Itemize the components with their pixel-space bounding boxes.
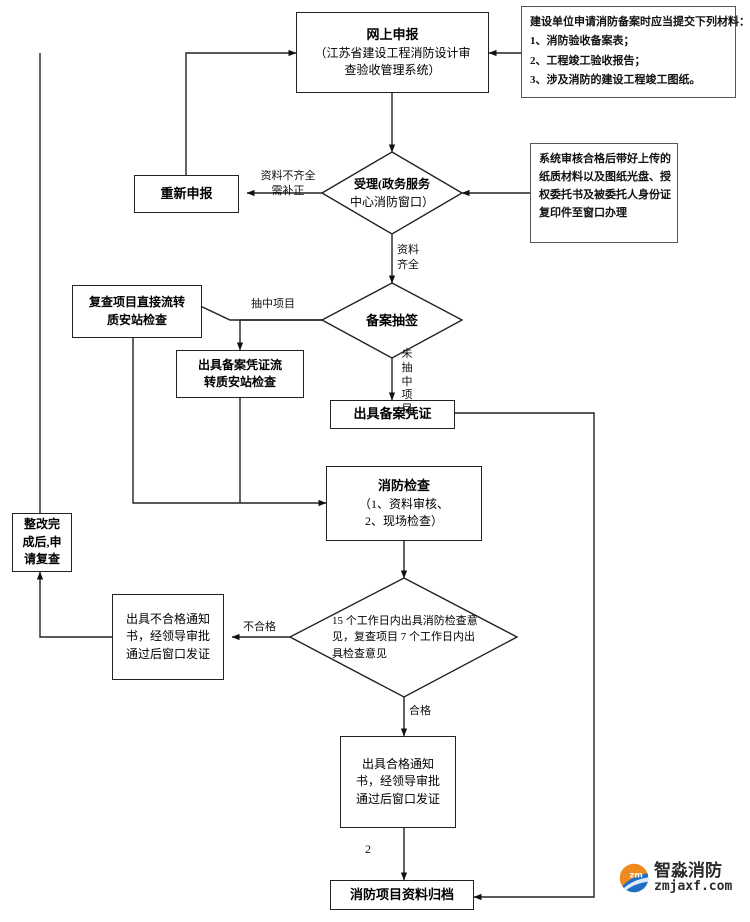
node-issue-cert-transfer[interactable]: 出具备案凭证流 转质安站检查: [176, 350, 304, 398]
node-recheck-direct-line-0: 复查项目直接流转: [88, 295, 185, 310]
node-rectify-recheck-line-0: 整改完: [23, 517, 60, 532]
node-recheck-direct[interactable]: 复查项目直接流转 质安站检查: [72, 285, 202, 338]
node-accept-line-1: 中心消防窗口）: [349, 195, 434, 209]
logo-text: 智淼消防 zmjaxf.com: [654, 862, 732, 893]
node-issue-cert-line-0: 出具备案凭证: [353, 406, 432, 422]
logo-text-en: zmjaxf.com: [654, 878, 733, 894]
note-window-handling-line-1: 纸质材料以及图纸光盘、授: [539, 171, 671, 184]
node-online-apply[interactable]: 网上申报 （江苏省建设工程消防设计审 查验收管理系统）: [296, 12, 489, 93]
node-online-apply-line-1: （江苏省建设工程消防设计审: [314, 45, 471, 60]
node-lottery[interactable]: 备案抽签: [322, 283, 462, 358]
node-accept[interactable]: 受理(政务服务 中心消防窗口）: [322, 152, 462, 234]
edge-label-incomplete-line-1: 需补正: [271, 184, 305, 197]
node-fail-notice-line-0: 出具不合格通知: [125, 611, 210, 626]
node-pass-notice-line-1: 书，经领导审批: [355, 774, 440, 789]
edge-label-marker-two-text: 2: [365, 842, 371, 856]
node-fail-notice[interactable]: 出具不合格通知 书，经领导审批 通过后窗口发证: [112, 594, 224, 680]
note-window-handling-line-3: 复印件至窗口办理: [539, 207, 627, 220]
note-materials-line-0: 建设单位申请消防备案时应当提交下列材料：: [530, 16, 750, 28]
node-fire-inspection-line-1: （1、资料审核、: [358, 496, 449, 511]
node-lottery-line-0: 备案抽签: [365, 312, 418, 328]
node-inspection-opinion[interactable]: 15 个工作日内出具消防检查意 见，复查项目 7 个工作日内出 具检查意见: [290, 578, 517, 697]
edge-label-fail: 不合格: [243, 620, 276, 635]
node-rectify-recheck-line-1: 成后,申: [22, 534, 62, 549]
note-materials-line-1: 1、消防验收备案表；: [530, 35, 635, 48]
edge-label-complete-line-0: 资料: [397, 244, 419, 256]
edge-label-selected: 抽中项目: [251, 297, 295, 312]
node-accept-keyword: 受理(政务服务: [354, 177, 430, 191]
edge-label-selected-text: 抽中项目: [251, 298, 295, 310]
node-fire-inspection-line-0: 消防检查: [377, 477, 430, 493]
watermark-logo: zm 智淼消防 zmjaxf.com: [619, 862, 732, 893]
node-issue-cert[interactable]: 出具备案凭证: [330, 400, 455, 429]
node-pass-notice-line-2: 通过后窗口发证: [355, 791, 440, 806]
node-recheck-direct-line-1: 质安站检查: [106, 312, 167, 327]
edge-label-pass-text: 合格: [409, 705, 431, 717]
note-materials-line-3: 3、涉及消防的建设工程竣工图纸。: [530, 73, 701, 86]
note-window-handling-line-0: 系统审核合格后带好上传的: [539, 153, 671, 165]
node-pass-notice-line-0: 出具合格通知: [361, 756, 434, 771]
node-fire-inspection-line-2: 2、现场检查）: [364, 513, 443, 528]
node-rectify-recheck-line-2: 请复查: [23, 552, 60, 567]
node-fire-inspection[interactable]: 消防检查 （1、资料审核、 2、现场检查）: [326, 466, 482, 541]
node-online-apply-line-2: 查验收管理系统）: [344, 62, 441, 77]
node-inspection-opinion-line-1: 见，复查项目 7 个工作日内出: [332, 631, 475, 644]
edge-label-marker-two: 2: [365, 841, 371, 857]
node-fail-notice-line-2: 通过后窗口发证: [125, 646, 210, 661]
edge-label-fail-text: 不合格: [243, 621, 276, 633]
logo-text-cn: 智淼消防: [654, 861, 722, 880]
edge-label-complete-line-1: 齐全: [397, 258, 419, 271]
node-archive-line-0: 消防项目资料归档: [349, 886, 454, 902]
node-inspection-opinion-line-2: 具检查意见: [332, 647, 387, 660]
node-fail-notice-line-1: 书，经领导审批: [125, 629, 210, 644]
node-online-apply-line-0: 网上申报: [366, 26, 419, 42]
edge-label-not-selected: 未抽中项目: [400, 348, 414, 417]
edge-label-not-selected-text: 未抽中项目: [401, 348, 413, 415]
note-window-handling: 系统审核合格后带好上传的 纸质材料以及图纸光盘、授 权委托书及被委托人身份证 复…: [530, 143, 678, 243]
node-rectify-recheck[interactable]: 整改完 成后,申 请复查: [12, 513, 72, 572]
edge-label-complete: 资料 齐全: [397, 243, 429, 273]
node-accept-line-0: 受理(政务服务: [354, 175, 430, 193]
note-materials: 建设单位申请消防备案时应当提交下列材料： 1、消防验收备案表； 2、工程竣工验收…: [521, 6, 750, 98]
edge-label-incomplete: 资料不齐全 需补正: [247, 169, 329, 199]
note-window-handling-line-2: 权委托书及被委托人身份证: [539, 189, 671, 202]
node-pass-notice[interactable]: 出具合格通知 书，经领导审批 通过后窗口发证: [340, 736, 456, 828]
node-issue-cert-transfer-line-0: 出具备案凭证流: [197, 357, 282, 372]
edge-label-incomplete-line-0: 资料不齐全: [260, 170, 316, 182]
edge-label-pass: 合格: [409, 704, 431, 719]
svg-text:zm: zm: [630, 869, 643, 879]
node-archive[interactable]: 消防项目资料归档: [330, 880, 474, 910]
logo-icon: zm: [619, 863, 649, 893]
node-reapply-line-0: 重新申报: [160, 185, 213, 201]
note-materials-line-2: 2、工程竣工验收报告；: [530, 54, 646, 67]
node-issue-cert-transfer-line-1: 转质安站检查: [203, 375, 276, 389]
node-reapply[interactable]: 重新申报: [134, 175, 239, 213]
node-inspection-opinion-line-0: 15 个工作日内出具消防检查意: [332, 614, 478, 627]
